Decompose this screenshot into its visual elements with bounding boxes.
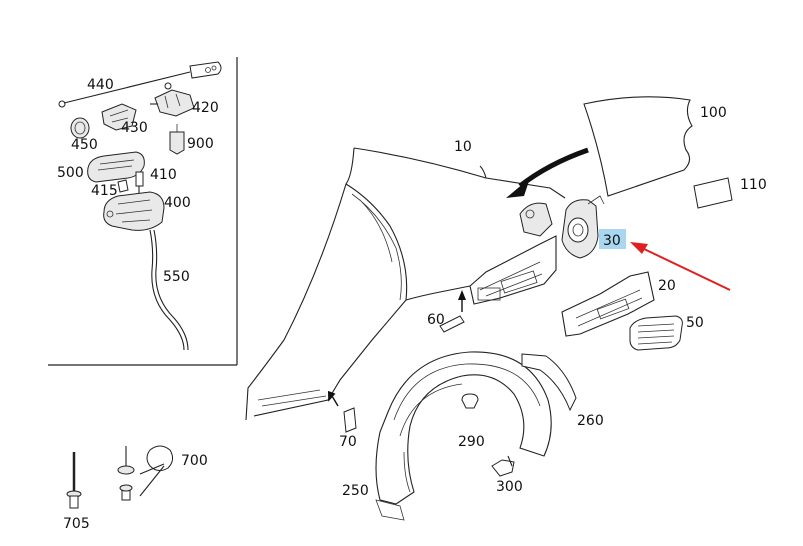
part-290-nut[interactable] (461, 393, 479, 409)
label-290: 290 (458, 434, 485, 450)
label-415: 415 (91, 183, 118, 199)
label-300: 300 (496, 479, 523, 495)
label-60: 60 (427, 312, 445, 328)
label-70: 70 (339, 434, 357, 450)
part-550-drain-hose[interactable] (149, 229, 189, 351)
part-415-clip[interactable] (117, 179, 129, 193)
label-400: 400 (164, 195, 191, 211)
label-705: 705 (63, 516, 90, 532)
part-440-release-cable[interactable] (58, 61, 222, 108)
highlight-arrow (630, 242, 731, 291)
label-260: 260 (577, 413, 604, 429)
part-10-quarter-panel[interactable] (245, 147, 566, 421)
part-400-housing[interactable] (103, 191, 165, 231)
part-100-panel[interactable] (583, 96, 693, 197)
label-10: 10 (454, 139, 472, 155)
assembly-arrow-curved (506, 147, 589, 198)
part-110-pad[interactable] (693, 177, 733, 209)
part-300-screw[interactable] (491, 455, 515, 477)
label-20: 20 (658, 278, 676, 294)
label-700: 700 (181, 453, 208, 469)
label-550: 550 (163, 269, 190, 285)
part-500-flap[interactable] (87, 151, 145, 183)
label-450: 450 (71, 137, 98, 153)
part-50-vent-grille[interactable] (629, 315, 683, 351)
label-430: 430 (121, 120, 148, 136)
part-430-bracket[interactable] (101, 103, 137, 131)
label-110: 110 (740, 177, 767, 193)
label-420: 420 (192, 100, 219, 116)
part-900-plug[interactable] (169, 124, 185, 155)
part-30-filler-housing[interactable] (561, 195, 605, 259)
label-50: 50 (686, 315, 704, 331)
label-500: 500 (57, 165, 84, 181)
part-700-fastener-set[interactable] (117, 445, 174, 501)
part-20-bracket[interactable] (561, 271, 655, 337)
label-100: 100 (700, 105, 727, 121)
inset-frame (48, 57, 238, 366)
part-410-screw[interactable] (135, 171, 144, 194)
part-450-cap[interactable] (70, 117, 90, 139)
part-260-liner-extension[interactable] (521, 353, 577, 412)
part-420-actuator[interactable] (150, 82, 195, 117)
label-410: 410 (150, 167, 177, 183)
part-705-bolt[interactable] (66, 452, 82, 509)
label-30: 30 (603, 233, 621, 249)
part-70-clip[interactable] (325, 390, 357, 433)
part-250-wheel-arch-liner[interactable] (375, 351, 552, 521)
label-30-highlight (599, 229, 626, 249)
label-440: 440 (87, 77, 114, 93)
part-60-bracket[interactable] (439, 290, 466, 333)
label-900: 900 (187, 136, 214, 152)
label-250: 250 (342, 483, 369, 499)
part-inner-panel[interactable] (469, 202, 557, 305)
